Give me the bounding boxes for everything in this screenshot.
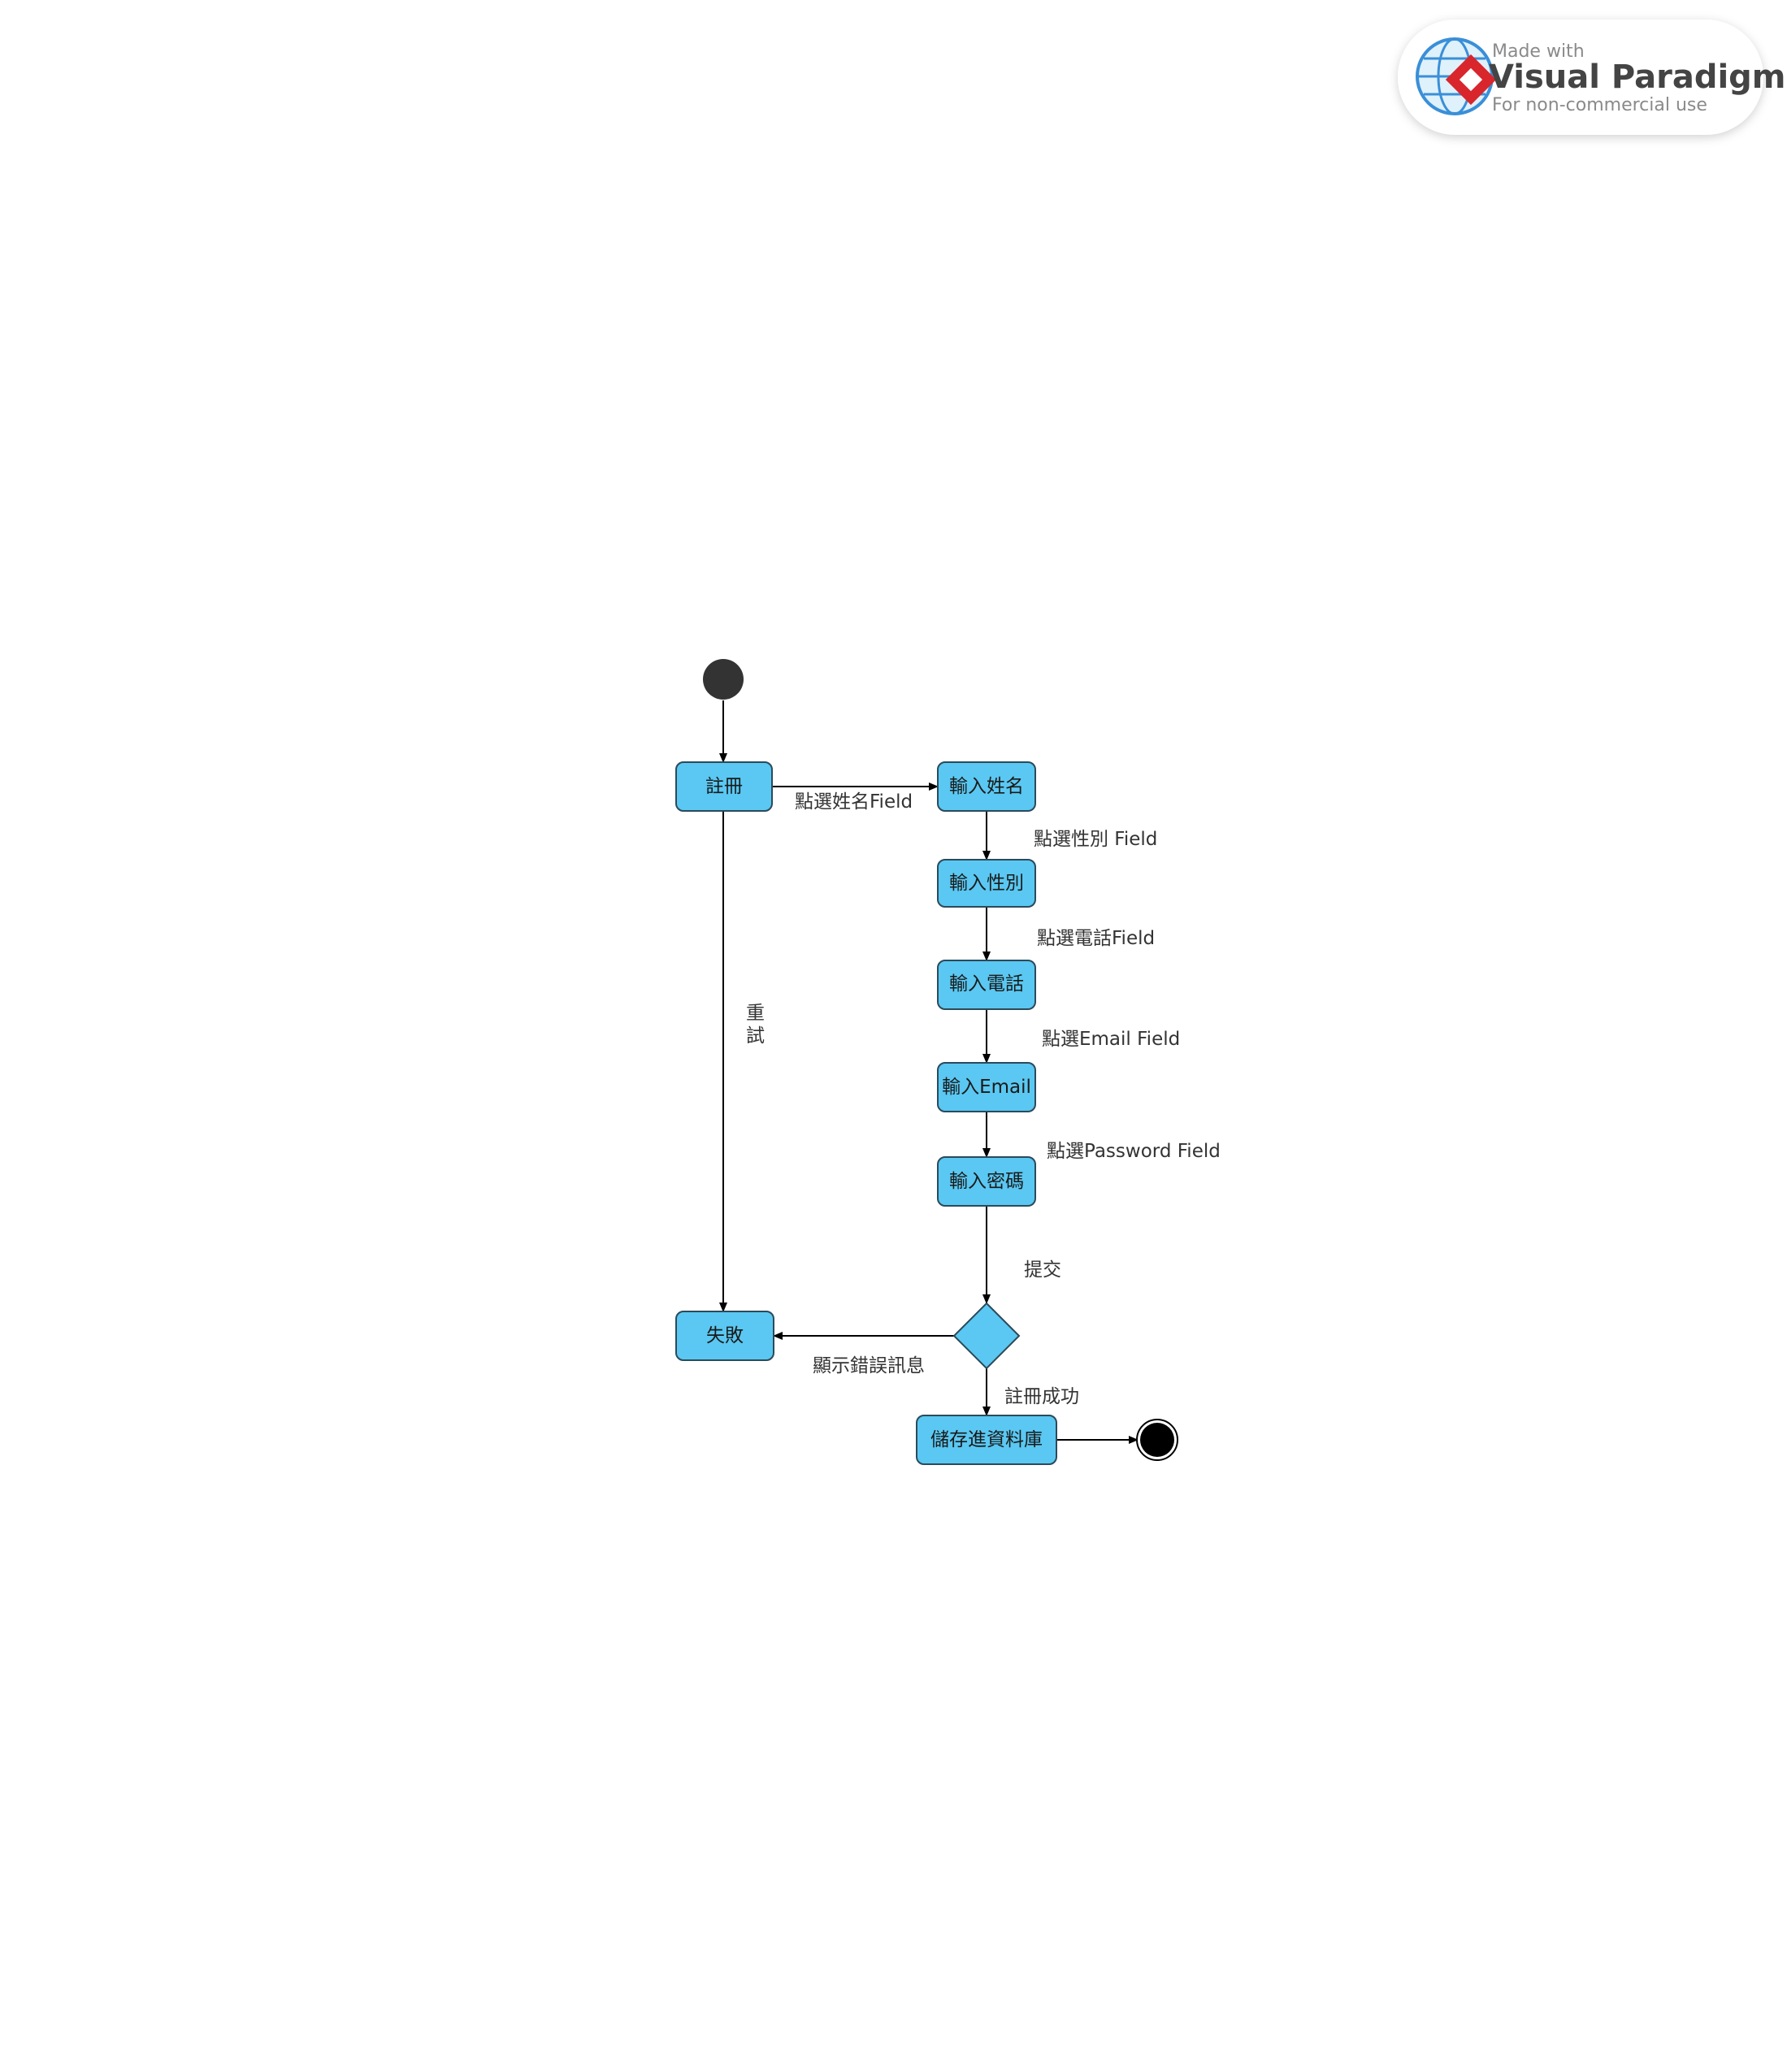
action-fail-label: 失敗	[706, 1325, 744, 1346]
watermark-line2: Visual Paradigm	[1489, 59, 1786, 96]
action-enter-email-label: 輸入Email	[942, 1077, 1031, 1098]
final-node	[1136, 1419, 1178, 1461]
action-fail: 失敗	[675, 1311, 774, 1361]
action-enter-email: 輸入Email	[937, 1062, 1036, 1112]
action-enter-phone-label: 輸入電話	[949, 973, 1024, 995]
initial-node	[703, 659, 744, 700]
edge-label-click-phone: 點選電話Field	[1037, 928, 1155, 949]
watermark-line3: For non-commercial use	[1492, 95, 1707, 115]
edge-label-register-success: 註冊成功	[1004, 1386, 1079, 1407]
edge-label-retry-2: 試	[746, 1025, 765, 1047]
decision-node	[952, 1302, 1021, 1370]
edge-label-click-password: 點選Password Field	[1047, 1141, 1221, 1162]
action-enter-gender-label: 輸入性別	[949, 873, 1024, 894]
action-enter-password: 輸入密碼	[937, 1156, 1036, 1207]
action-enter-name-label: 輸入姓名	[949, 776, 1024, 797]
edge-label-click-gender: 點選性別 Field	[1034, 829, 1157, 850]
action-save-db: 儲存進資料庫	[916, 1415, 1057, 1465]
edge-label-submit: 提交	[1024, 1259, 1061, 1281]
visual-paradigm-watermark: Made with Visual Paradigm For non-commer…	[1398, 20, 1786, 135]
edge-label-click-name: 點選姓名Field	[795, 791, 913, 813]
watermark-badge	[1398, 20, 1763, 135]
globe-logo-icon	[1416, 37, 1497, 115]
action-save-db-label: 儲存進資料庫	[930, 1429, 1043, 1450]
edges	[719, 700, 1139, 1444]
watermark-line1: Made with	[1492, 41, 1585, 62]
action-enter-name: 輸入姓名	[937, 761, 1036, 812]
action-register: 註冊	[675, 761, 773, 812]
action-register-label: 註冊	[705, 776, 743, 797]
action-enter-password-label: 輸入密碼	[949, 1171, 1024, 1192]
action-enter-gender: 輸入性別	[937, 859, 1036, 908]
action-enter-phone: 輸入電話	[937, 960, 1036, 1010]
edge-label-click-email: 點選Email Field	[1042, 1029, 1180, 1050]
edge-label-show-error: 顯示錯誤訊息	[813, 1355, 925, 1376]
edge-label-retry-1: 重	[746, 1003, 765, 1024]
